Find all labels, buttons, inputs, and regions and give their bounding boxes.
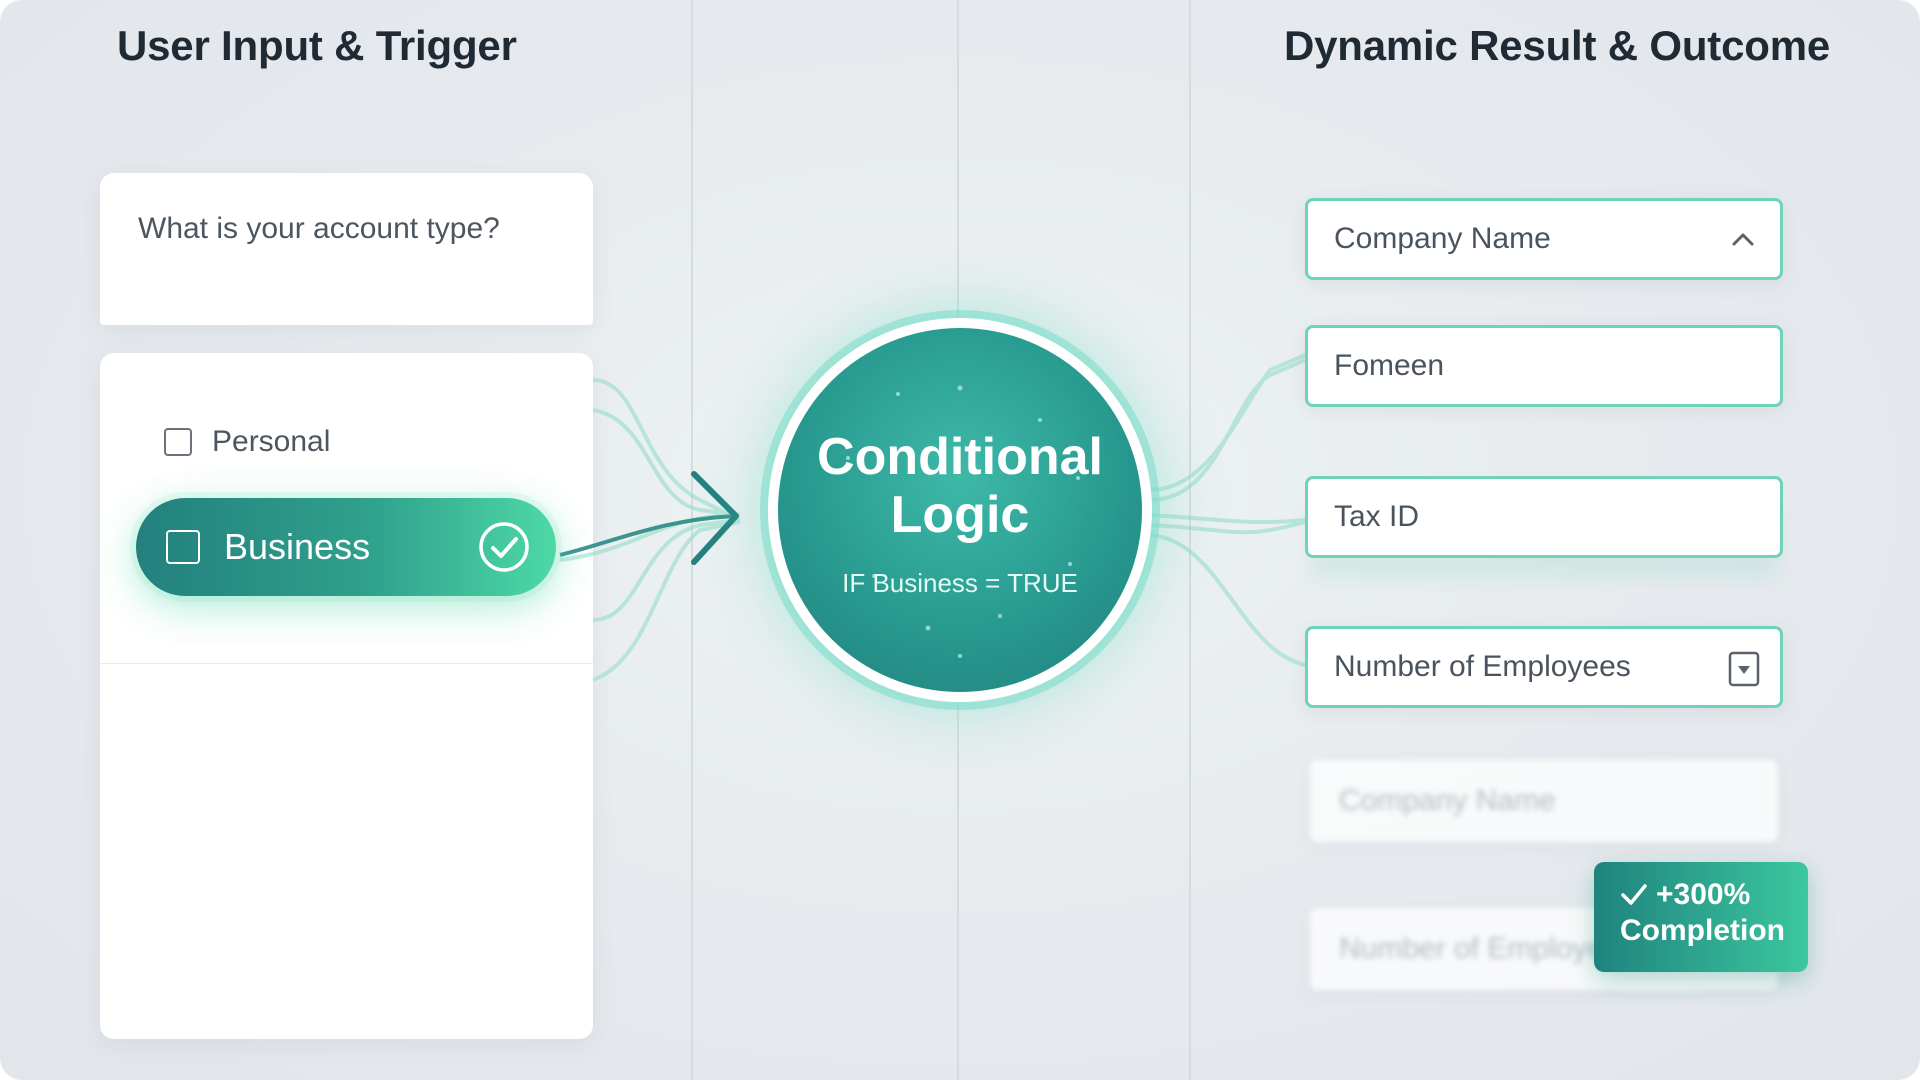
field-label: Number of Employees — [1339, 932, 1636, 965]
right-panel-heading: Dynamic Result & Outcome — [1284, 22, 1830, 69]
connector-line — [1149, 358, 1306, 502]
company-name-field[interactable]: Company Name — [1305, 198, 1783, 280]
option-business[interactable]: Business — [136, 498, 556, 596]
logic-title-word: Logic — [890, 486, 1030, 544]
badge-label: Completion — [1620, 914, 1785, 947]
business-checkbox[interactable] — [166, 530, 200, 564]
connector-line — [559, 514, 736, 557]
connector-line — [1149, 520, 1306, 535]
connector-line — [1149, 513, 1306, 525]
connector-line — [592, 520, 741, 682]
check-circle-icon — [479, 522, 529, 572]
question-card — [100, 173, 593, 325]
sparkle-dots — [846, 385, 1080, 658]
field-label: Fomeen — [1334, 349, 1445, 382]
completion-badge: +300% Completion — [1594, 862, 1808, 972]
field-label: Tax ID — [1334, 500, 1420, 533]
option-label: Personal — [212, 425, 331, 458]
option-personal[interactable]: Personal — [164, 425, 330, 459]
personal-checkbox[interactable] — [164, 428, 192, 456]
field-label: Company Name — [1334, 222, 1551, 255]
left-panel-heading: User Input & Trigger — [117, 22, 517, 69]
chevron-right-icon — [691, 471, 739, 565]
connector-line — [1149, 533, 1306, 667]
dropdown-icon[interactable] — [1728, 651, 1760, 687]
checkmark-icon — [1621, 884, 1647, 905]
logic-title-word: Conditional — [817, 428, 1103, 486]
badge-value: +300% — [1656, 878, 1751, 911]
chevron-up-icon[interactable] — [1726, 223, 1760, 257]
connector-line — [1149, 353, 1306, 492]
employees-field[interactable]: Number of Employees — [1305, 626, 1783, 708]
blurred-company-name-field: Company Name — [1310, 760, 1778, 842]
option-label: Business — [224, 526, 371, 567]
connector-line — [592, 378, 731, 517]
question-text: What is your account type? — [138, 212, 500, 245]
column-divider — [1189, 0, 1191, 1080]
card-separator — [100, 663, 593, 664]
fomeen-field[interactable]: Fomeen — [1305, 325, 1783, 407]
connector-line — [592, 408, 741, 517]
logic-condition: IF Business = TRUE — [842, 568, 1078, 598]
options-card — [100, 353, 593, 1039]
tax-id-field[interactable]: Tax ID — [1305, 476, 1783, 558]
field-label: Company Name — [1339, 784, 1556, 817]
field-label: Number of Employees — [1334, 650, 1631, 683]
connector-line — [592, 518, 741, 622]
